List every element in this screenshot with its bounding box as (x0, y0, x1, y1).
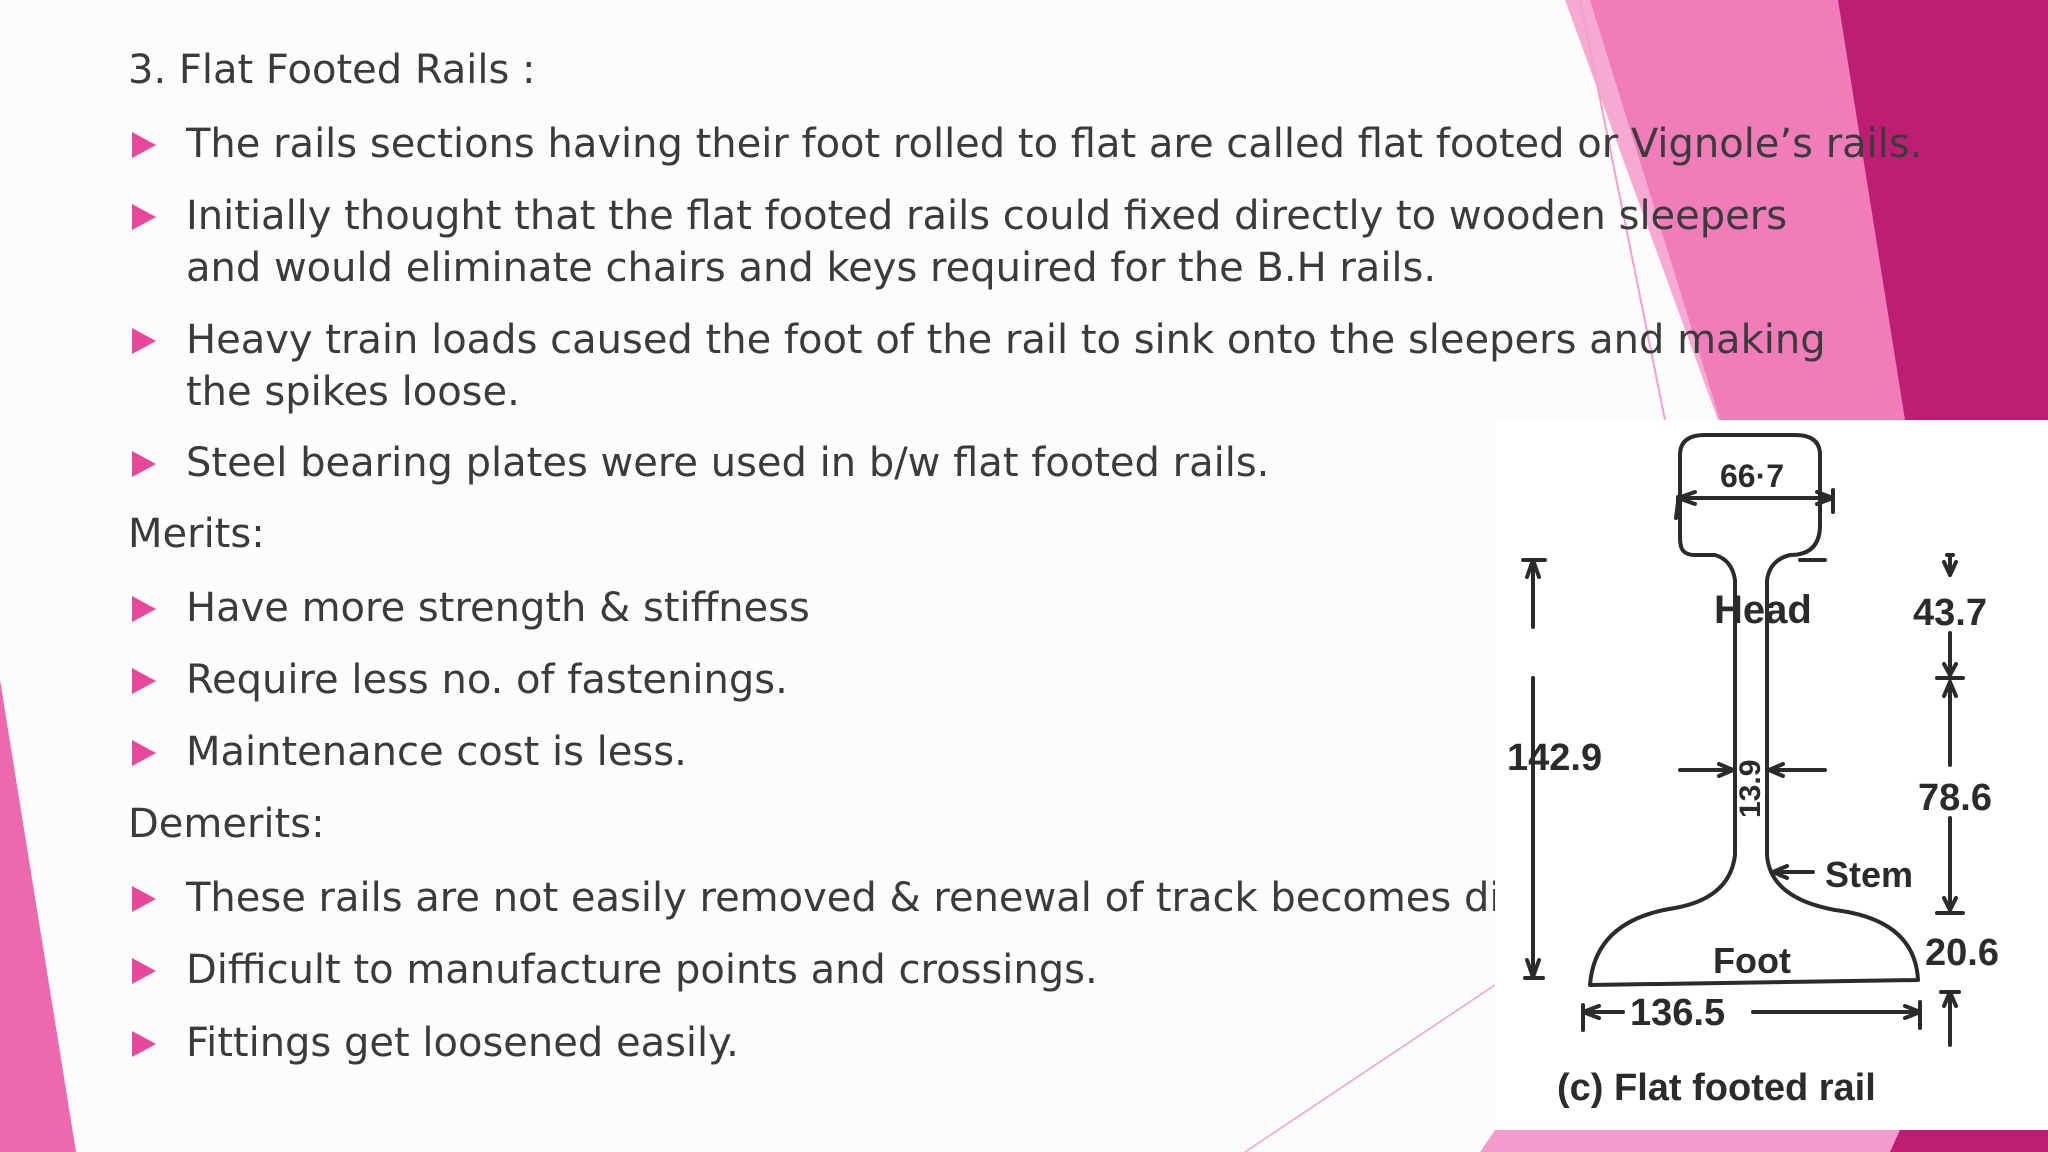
bullet-arrow-icon (132, 740, 156, 766)
merit-bullet: Have more strength & stiffness (186, 585, 810, 631)
bullet-arrow-icon (132, 596, 156, 622)
dim-foot-width (1581, 1000, 1922, 1032)
demerits-heading: Demerits: (128, 801, 325, 847)
slide-heading: 3. Flat Footed Rails : (128, 47, 536, 93)
dim-head-width (1674, 488, 1835, 520)
intro-bullet: Initially thought that the flat footed r… (186, 193, 1788, 291)
bullet-arrow-icon (132, 451, 156, 477)
dim-total-height (1521, 558, 1547, 980)
bullet-arrow-icon (132, 328, 156, 354)
dim-label-foot-width: 136.5 (1630, 992, 1725, 1034)
dim-label-total-height: 142.9 (1507, 737, 1602, 779)
bullet-arrow-icon (132, 668, 156, 694)
bullet-arrow-icon (132, 886, 156, 912)
intro-bullet: Steel bearing plates were used in b/w fl… (186, 440, 1270, 486)
decor-thin-line-bottom (1244, 984, 1496, 1152)
bullet-arrow-icon (132, 132, 156, 158)
bullet-arrow-icon (132, 1031, 156, 1057)
decor-pink-mid-top (1590, 0, 1905, 420)
label-stem: Stem (1825, 854, 1913, 895)
merit-bullet: Maintenance cost is less. (186, 729, 687, 775)
dim-right-side (1798, 553, 1965, 1047)
merits-heading: Merits: (128, 511, 265, 557)
intro-bullet: The rails sections having their foot rol… (186, 121, 1923, 167)
rail-outline (1588, 433, 1920, 987)
bullet-arrow-icon (132, 958, 156, 984)
decor-magenta-bottom-right (1890, 1130, 2048, 1152)
dim-label-stem-height: 78.6 (1918, 777, 1992, 819)
label-head: Head (1714, 588, 1812, 632)
label-foot: Foot (1713, 940, 1791, 981)
decor-pink-left (0, 680, 76, 1152)
dim-label-foot-depth: 20.6 (1925, 932, 1999, 974)
merit-bullet: Require less no. of fastenings. (186, 657, 788, 703)
intro-bullet: Heavy train loads caused the foot of the… (186, 317, 1826, 415)
demerit-bullet: Difficult to manufacture points and cros… (186, 947, 1098, 993)
decor-magenta-top (1838, 0, 2048, 420)
dim-label-head-width: 66·7 (1720, 458, 1784, 494)
rail-figure: Head Stem Foot 66·7 142.9 43.7 78.6 20.6… (1495, 420, 2048, 1130)
dim-label-head-depth: 43.7 (1913, 592, 1987, 634)
demerit-bullet: These rails are not easily removed & ren… (186, 875, 1496, 921)
demerit-bullet: Fittings get loosened easily. (186, 1020, 739, 1066)
stem-leader (1771, 864, 1815, 880)
bullet-arrow-icon (132, 204, 156, 230)
decor-thin-line-top (1579, 0, 1666, 421)
dim-stem-thickness (1678, 762, 1827, 778)
figure-caption: (c) Flat footed rail (1557, 1067, 1876, 1109)
dim-label-stem-thickness: 13.9 (1734, 760, 1767, 818)
